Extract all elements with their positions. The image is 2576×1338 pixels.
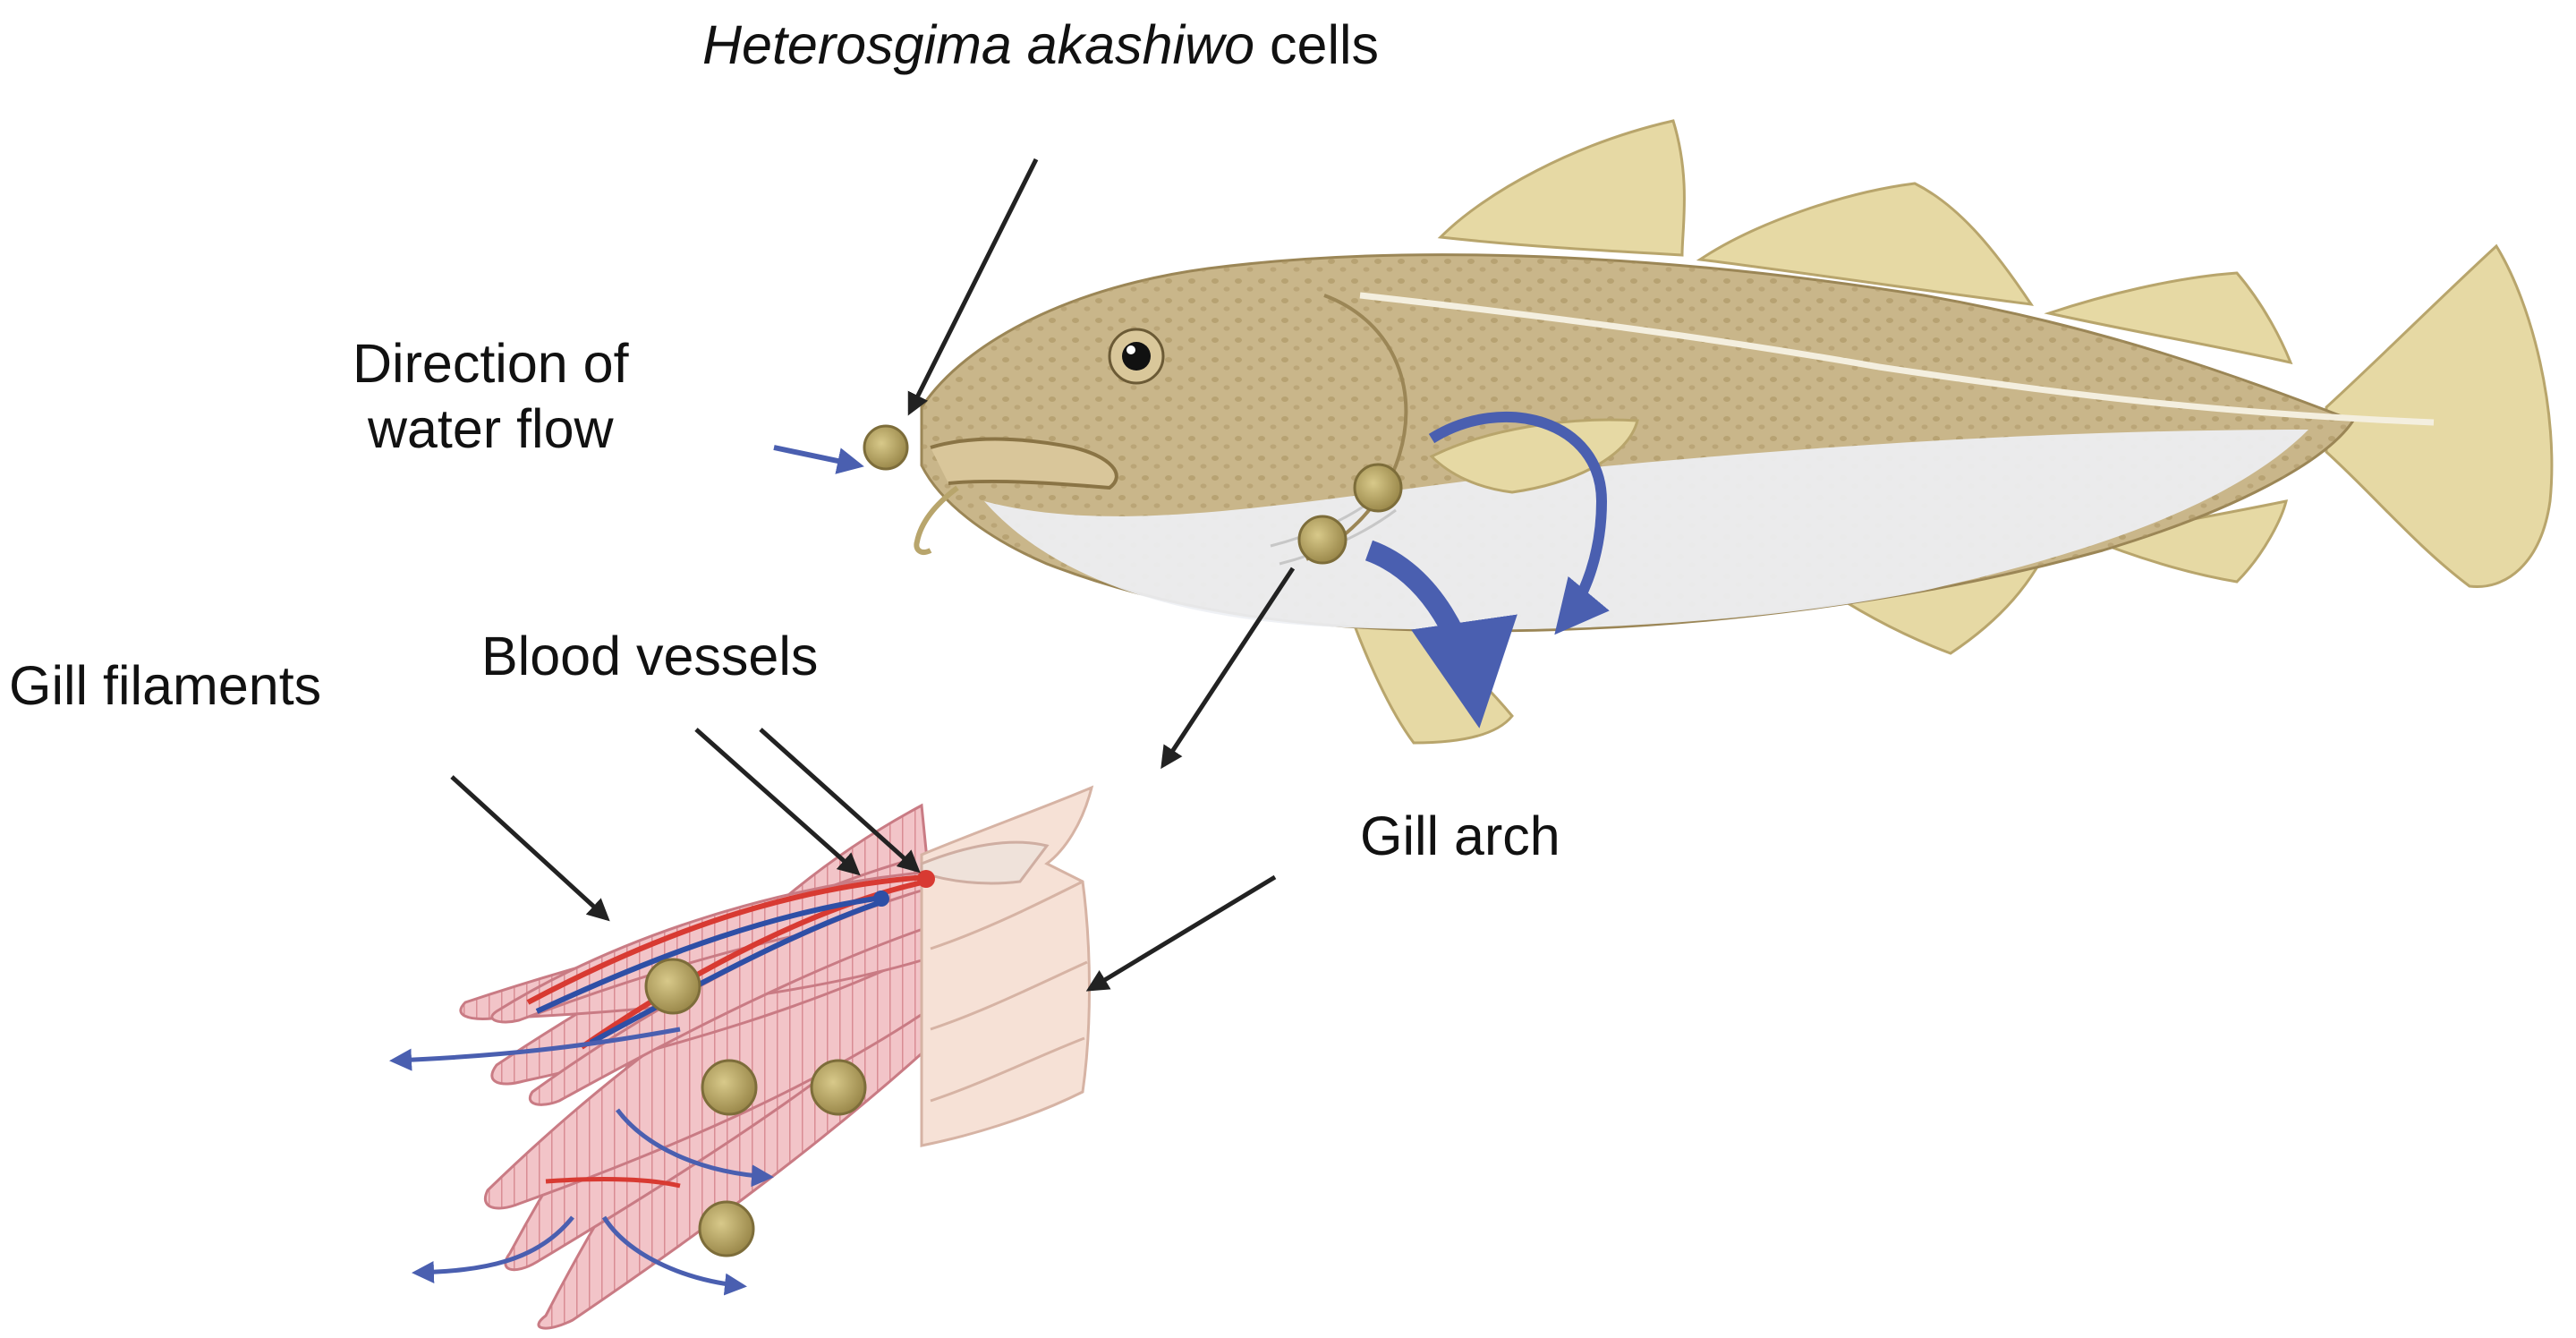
label-blood-vessels: Blood vessels	[481, 626, 819, 686]
water-flow-arrow	[601, 1215, 747, 1296]
artery-cross-section	[917, 870, 935, 888]
algal-cell	[701, 1059, 758, 1116]
fish-belly	[984, 430, 2308, 630]
pointer-arrow-gill-arch	[1085, 874, 1277, 992]
label-gill-arch: Gill arch	[1360, 805, 1560, 866]
algal-cells-fish	[863, 424, 1403, 565]
dorsal-fin-1	[1437, 119, 1686, 257]
pointer-arrow-gill-zoom	[1160, 567, 1296, 770]
gill-arch-top	[920, 840, 1050, 885]
lateral-line	[1359, 292, 2435, 426]
vein-cross-section	[873, 891, 889, 907]
algal-cell	[1353, 463, 1403, 513]
fish-mouth	[930, 437, 1118, 490]
pectoral-fin	[1429, 418, 1639, 494]
water-flow-arrows-gill	[389, 1027, 774, 1296]
vein-vessel	[535, 895, 882, 1045]
algal-cells-gill	[644, 958, 867, 1257]
water-flow-arrows-fish	[773, 411, 1610, 729]
label-direction-of-water-flow: Direction of water flow	[353, 331, 629, 462]
algal-cell	[698, 1200, 755, 1257]
barbel	[914, 485, 959, 555]
algal-cell	[1297, 515, 1348, 565]
label-heterosigma-cells: Heterosgima akashiwo cells	[702, 13, 1379, 78]
water-flow-arrow-curve-2	[1428, 411, 1610, 635]
water-flow-arrow-curve-1	[1365, 540, 1518, 729]
algal-cell	[810, 1059, 867, 1116]
dorsal-fin-2	[1696, 182, 2035, 306]
water-flow-arrow	[389, 1027, 681, 1071]
pointer-arrow-blood-vessel-2	[759, 728, 921, 874]
caudal-fin	[2325, 243, 2554, 589]
dorsal-fin-3	[2044, 271, 2293, 365]
fish-eye-highlight	[1126, 345, 1135, 354]
water-flow-arrow-inlet	[773, 445, 864, 474]
label-gill-filaments: Gill filaments	[9, 655, 322, 716]
gill-arch-ridges	[930, 880, 1088, 1103]
pointer-arrow-cells	[907, 158, 1039, 416]
label-water-flow-line1: Direction of	[353, 333, 629, 394]
water-flow-arrow	[412, 1215, 574, 1283]
pointer-arrow-blood-vessel-1	[694, 728, 861, 876]
artery-vessel-lower	[545, 1177, 681, 1189]
pointer-arrow-gill-filaments	[450, 775, 610, 922]
label-species-name: Heterosgima akashiwo	[702, 14, 1255, 75]
fish-pupil	[1122, 342, 1151, 371]
algal-cell	[863, 424, 909, 471]
algal-cell	[644, 958, 701, 1015]
pointer-arrows	[450, 158, 1296, 992]
fish	[914, 119, 2554, 745]
label-water-flow-line2: water flow	[367, 398, 614, 460]
water-flow-arrow	[616, 1108, 774, 1188]
label-cells-suffix: cells	[1270, 14, 1380, 75]
